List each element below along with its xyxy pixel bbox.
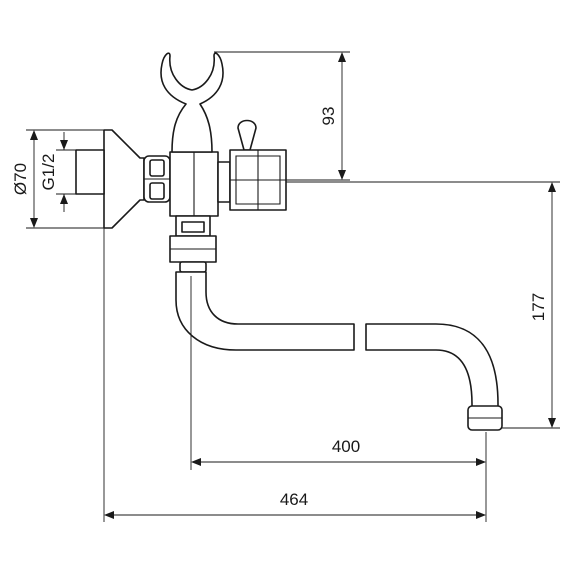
- flange-diameter-label: Ø70: [11, 163, 30, 195]
- spout-section-right: [365, 323, 499, 411]
- spout-section-left: [175, 271, 355, 351]
- valve-body: [169, 151, 231, 217]
- thread-size-label: G1/2: [39, 154, 58, 191]
- bracket-height-label: 93: [319, 107, 338, 126]
- dimension-bracket-height: 93: [214, 51, 350, 181]
- overall-length-label: 464: [280, 490, 308, 509]
- hex-nut: [143, 155, 171, 203]
- dimension-overall-length: 464: [103, 228, 487, 522]
- swivel-joint: [169, 215, 217, 273]
- aerator: [467, 405, 503, 431]
- handle-lever: [237, 119, 257, 151]
- dimension-flange-diameter: Ø70: [11, 129, 104, 229]
- valve-head: [229, 149, 287, 211]
- dimension-thread-size: G1/2: [39, 132, 76, 212]
- dimension-spout-height: 177: [286, 181, 560, 429]
- spout-reach-label: 400: [332, 437, 360, 456]
- spout-height-label: 177: [529, 293, 548, 321]
- dimension-spout-reach: 400: [190, 276, 487, 470]
- shower-holder-bracket: [160, 52, 224, 153]
- wall-flange: [75, 129, 145, 229]
